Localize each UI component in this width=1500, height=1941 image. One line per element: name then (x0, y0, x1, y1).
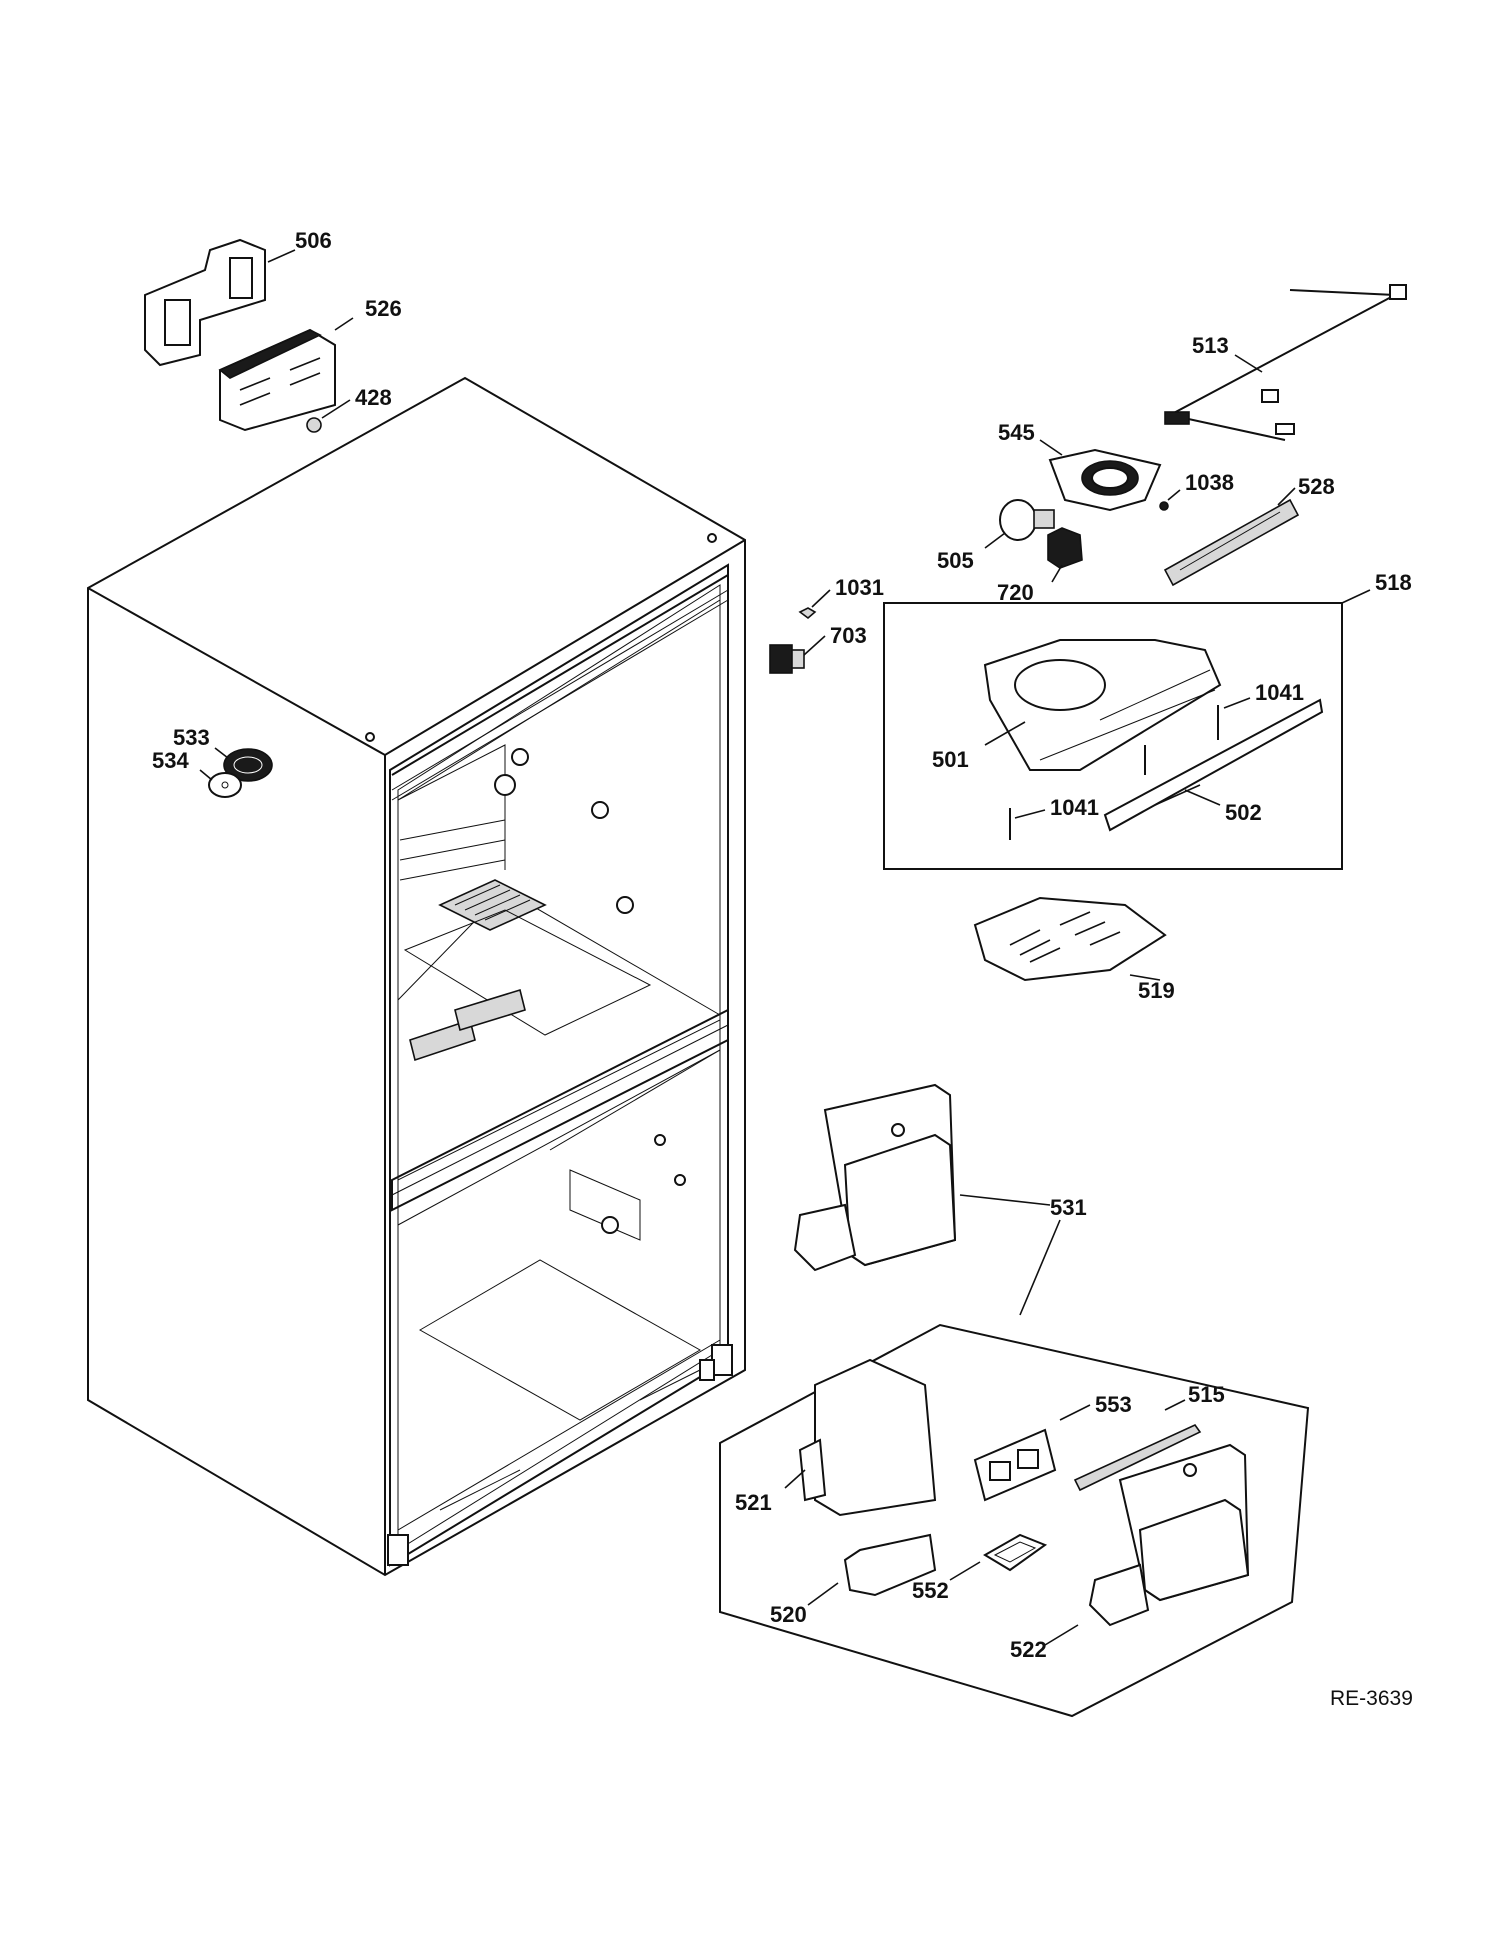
label-534: 534 (152, 748, 189, 773)
part-501-housing (983, 639, 1222, 771)
part-502-trim (1103, 698, 1324, 832)
leader-lines (199, 249, 1371, 1646)
label-526: 526 (365, 296, 402, 321)
label-545: 545 (998, 420, 1035, 445)
part-518-group-frame (883, 602, 1343, 870)
label-521: 521 (735, 1490, 772, 1515)
label-522: 522 (1010, 1637, 1047, 1662)
reference-code: RE-3639 (1330, 1687, 1413, 1710)
label-1038: 1038 (1185, 470, 1234, 495)
part-labels: 506 526 428 513 545 1038 528 505 720 103… (152, 228, 1413, 1710)
part-534-plate (208, 772, 242, 798)
label-518: 518 (1375, 570, 1412, 595)
label-502: 502 (1225, 800, 1262, 825)
label-553: 553 (1095, 1392, 1132, 1417)
label-1031: 1031 (835, 575, 884, 600)
label-531: 531 (1050, 1195, 1087, 1220)
part-506-bracket (144, 238, 266, 367)
part-526-cover (218, 328, 336, 432)
label-552: 552 (912, 1578, 949, 1603)
part-703-switch (769, 644, 805, 674)
label-1041-b: 1041 (1050, 795, 1099, 820)
label-1041-a: 1041 (1255, 680, 1304, 705)
part-522-bin (1088, 1443, 1250, 1627)
part-505-bulb (999, 499, 1055, 541)
part-521-cover (798, 1358, 937, 1517)
part-533-badge (223, 748, 273, 782)
part-520-spout (843, 1533, 937, 1597)
part-545-lens (1048, 448, 1162, 512)
label-720: 720 (997, 580, 1034, 605)
part-428-nut (306, 417, 322, 433)
refrigerator-cabinet (87, 376, 746, 1577)
part-513-wire-harness (1164, 284, 1407, 441)
label-520: 520 (770, 1602, 807, 1627)
part-720-socket (1047, 527, 1083, 569)
label-528: 528 (1298, 474, 1335, 499)
part-1038-screw (1159, 501, 1169, 511)
label-506: 506 (295, 228, 332, 253)
part-528-board (1163, 498, 1300, 587)
part-531-bin-assembly (793, 1083, 957, 1272)
label-519: 519 (1138, 978, 1175, 1003)
label-703: 703 (830, 623, 867, 648)
part-519-grille (973, 896, 1167, 982)
label-533: 533 (173, 725, 210, 750)
label-515: 515 (1188, 1382, 1225, 1407)
label-501: 501 (932, 747, 969, 772)
label-428: 428 (355, 385, 392, 410)
label-513: 513 (1192, 333, 1229, 358)
part-1031-pin (798, 607, 817, 620)
part-515-strip (1073, 1423, 1202, 1492)
label-505: 505 (937, 548, 974, 573)
part-553-gasket (973, 1428, 1057, 1502)
part-552-seal (983, 1533, 1048, 1572)
bin-parts-frame (719, 1323, 1310, 1718)
